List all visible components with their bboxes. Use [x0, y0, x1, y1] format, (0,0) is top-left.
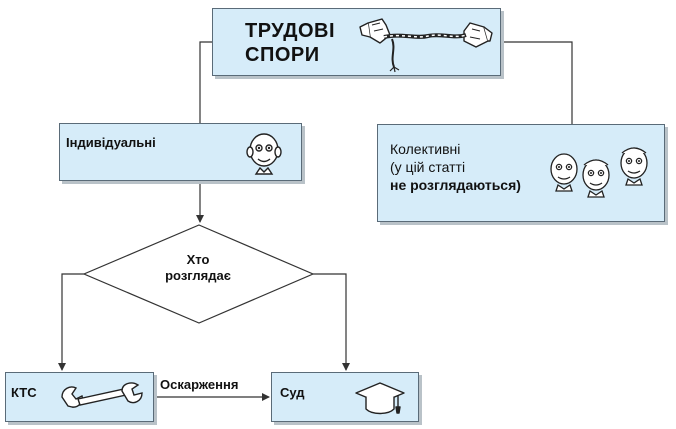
collective-text: Колективні (у цій статті не розглядаютьс…: [390, 140, 521, 194]
collective-box: Колективні (у цій статті не розглядаютьс…: [377, 124, 665, 222]
collective-line-2: (у цій статті: [390, 159, 466, 175]
title-line-1: ТРУДОВІ: [245, 20, 336, 42]
title-line-2: СПОРИ: [245, 44, 320, 66]
kts-label: КТС: [11, 385, 37, 400]
decision-line-1: Хто: [186, 252, 210, 267]
decision-text: Хто розглядає: [130, 252, 266, 284]
connector-title-to-individual: [199, 41, 212, 123]
court-box: Суд: [271, 372, 419, 422]
connector-decision-to-kts: [58, 273, 84, 371]
rope-tug-icon: [359, 18, 493, 73]
face-icon: [246, 133, 282, 175]
faces-group-icon: [550, 147, 648, 198]
diagram-title: ТРУДОВІ СПОРИ: [245, 19, 335, 67]
individual-label: Індивідуальні: [66, 135, 156, 150]
appeal-label: Оскарження: [160, 377, 239, 392]
collective-line-1: Колективні: [390, 141, 461, 157]
title-box: ТРУДОВІ СПОРИ: [212, 8, 501, 76]
collective-line-3: не розглядаються): [390, 177, 521, 193]
individual-box: Індивідуальні: [59, 123, 302, 181]
connector-title-to-collective: [501, 41, 573, 124]
connector-decision-to-court: [313, 273, 350, 371]
kts-box: КТС: [5, 372, 154, 422]
graduation-cap-icon: [355, 382, 405, 415]
decision-line-2: розглядає: [165, 268, 231, 283]
wrench-icon: [61, 382, 143, 408]
court-label: Суд: [280, 385, 305, 400]
